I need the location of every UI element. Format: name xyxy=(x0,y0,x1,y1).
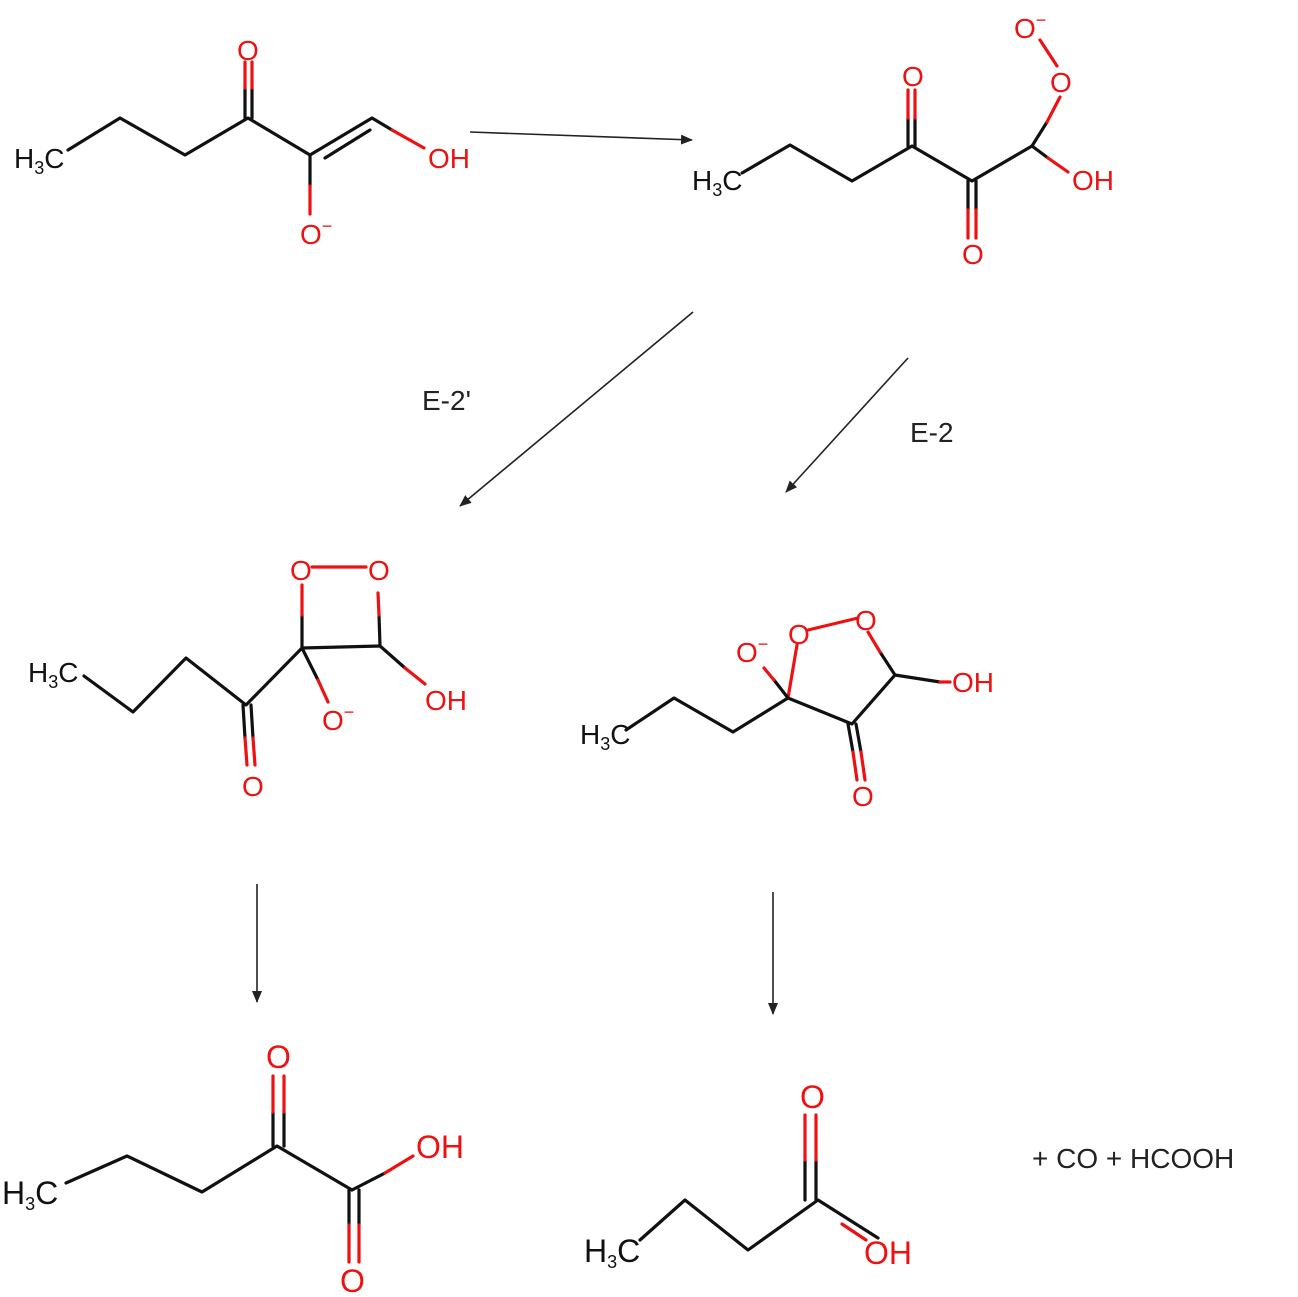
molecule-product-butyric-acid: H3C O OH xyxy=(584,1079,912,1272)
ketone-oxygen-label: O xyxy=(266,1039,291,1075)
methyl-label: H3C xyxy=(28,657,78,692)
methyl-label: H3C xyxy=(14,143,64,178)
ketone-oxygen-label: O xyxy=(242,771,264,802)
oxide-label: O− xyxy=(736,634,768,668)
methyl-label: H3C xyxy=(580,719,630,754)
reaction-arrow-1 xyxy=(469,131,693,145)
molecule-dioxetane: H3C O O OH O− O xyxy=(28,555,467,802)
methyl-label: H3C xyxy=(2,1175,58,1214)
hydroxyl-label: OH xyxy=(416,1129,464,1165)
acid-oxygen-label: O xyxy=(340,1263,365,1297)
ketone-oxygen-bottom-label: O xyxy=(962,239,984,270)
oxide-label: O− xyxy=(300,216,332,250)
hydroxyl-label: OH xyxy=(1072,165,1114,196)
hydroxyl-label: OH xyxy=(864,1235,912,1271)
peroxy-oxygen-label: O xyxy=(1050,67,1072,98)
hydroxyl-label: OH xyxy=(428,143,470,174)
methyl-label: H3C xyxy=(692,165,742,200)
molecule-peroxide: H3C O O O O− OH xyxy=(692,10,1114,270)
ring-oxygen-2-label: O xyxy=(855,605,877,636)
ring-oxygen-2-label: O xyxy=(368,555,390,586)
molecule-dioxolane: H3C O− O O OH O xyxy=(580,605,994,812)
hydroxyl-label: OH xyxy=(425,685,467,716)
ketone-oxygen-label: O xyxy=(237,35,259,66)
ring-oxygen-1-label: O xyxy=(788,619,810,650)
ketone-oxygen-label: O xyxy=(852,781,874,812)
molecule-product-keto-acid: H3C O OH O xyxy=(2,1039,464,1297)
pathway-label-e2prime: E-2' xyxy=(422,385,471,416)
reaction-arrow-e2prime xyxy=(459,311,694,507)
molecule-start: H3C O OH O− xyxy=(14,35,470,250)
ring-oxygen-1-label: O xyxy=(290,555,312,586)
hydroxyl-label: OH xyxy=(952,667,994,698)
oxide-label: O− xyxy=(322,702,354,736)
methyl-label: H3C xyxy=(584,1233,640,1272)
peroxy-oxide-label: O− xyxy=(1014,10,1046,44)
acid-oxygen-label: O xyxy=(800,1079,825,1115)
pathway-label-e2: E-2 xyxy=(910,417,954,448)
byproducts-label: + CO + HCOOH xyxy=(1032,1143,1234,1174)
ketone-oxygen-top-label: O xyxy=(902,61,924,92)
reaction-arrow-e2 xyxy=(785,357,909,493)
